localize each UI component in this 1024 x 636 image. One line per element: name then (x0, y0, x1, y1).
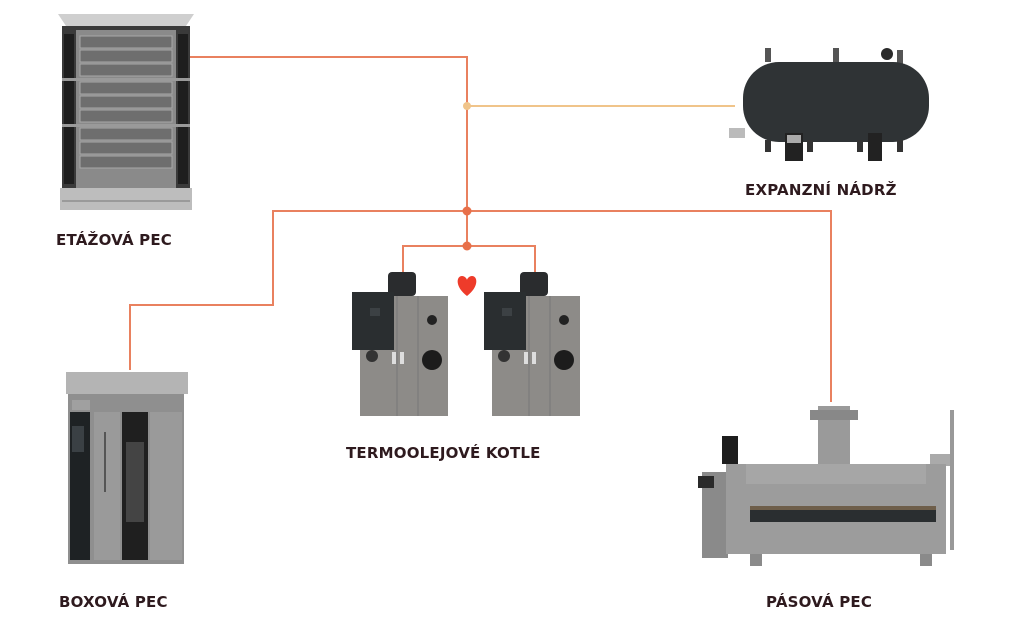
node-junction-main (462, 206, 472, 216)
line-pasova-pec (467, 210, 832, 402)
label-pasova-pec: PÁSOVÁ PEC (766, 593, 873, 611)
line-boxova-pec (129, 210, 467, 370)
pasova-pec-image (698, 406, 954, 566)
label-expanzni-nadrz: EXPANZNÍ NÁDRŽ (745, 181, 897, 199)
boxova-pec-image (66, 372, 188, 564)
termoolejove-kotle-image-1 (352, 272, 448, 416)
etazova-pec-image (58, 14, 194, 210)
heart-icon (457, 276, 477, 296)
label-boxova-pec: BOXOVÁ PEC (59, 593, 168, 611)
line-etazova-pec (190, 56, 468, 246)
termoolejove-kotle-image-2 (484, 272, 580, 416)
label-termoolejove-kotle: TERMOOLEJOVÉ KOTLE (346, 444, 541, 462)
node-junction-expanzni (463, 102, 471, 110)
label-etazova-pec: ETÁŽOVÁ PEC (56, 231, 173, 249)
node-junction-kotle (462, 241, 472, 251)
expanzni-nadrz-image (729, 48, 929, 161)
